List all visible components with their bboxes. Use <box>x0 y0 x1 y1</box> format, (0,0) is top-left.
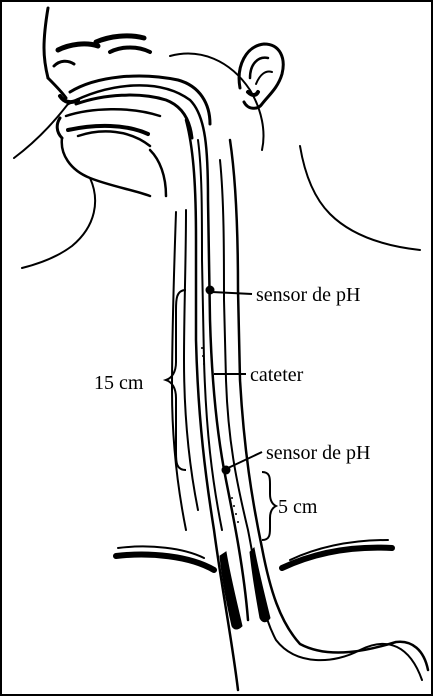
brace-15cm <box>166 290 186 470</box>
distance-15cm-label: 15 cm <box>94 372 144 394</box>
catheter-tube <box>14 85 248 620</box>
upper-sensor-label: sensor de pH <box>256 284 360 306</box>
catheter-label: cateter <box>250 364 304 386</box>
brace-5cm <box>262 472 276 540</box>
ear <box>239 44 283 108</box>
lower-sensor-label: sensor de pH <box>266 442 370 464</box>
head-outline <box>22 8 420 268</box>
upper-sensor-dot <box>206 286 215 295</box>
upper-sensor-leader <box>212 292 252 294</box>
esophagus <box>172 120 428 690</box>
distance-5cm-label: 5 cm <box>278 496 318 518</box>
